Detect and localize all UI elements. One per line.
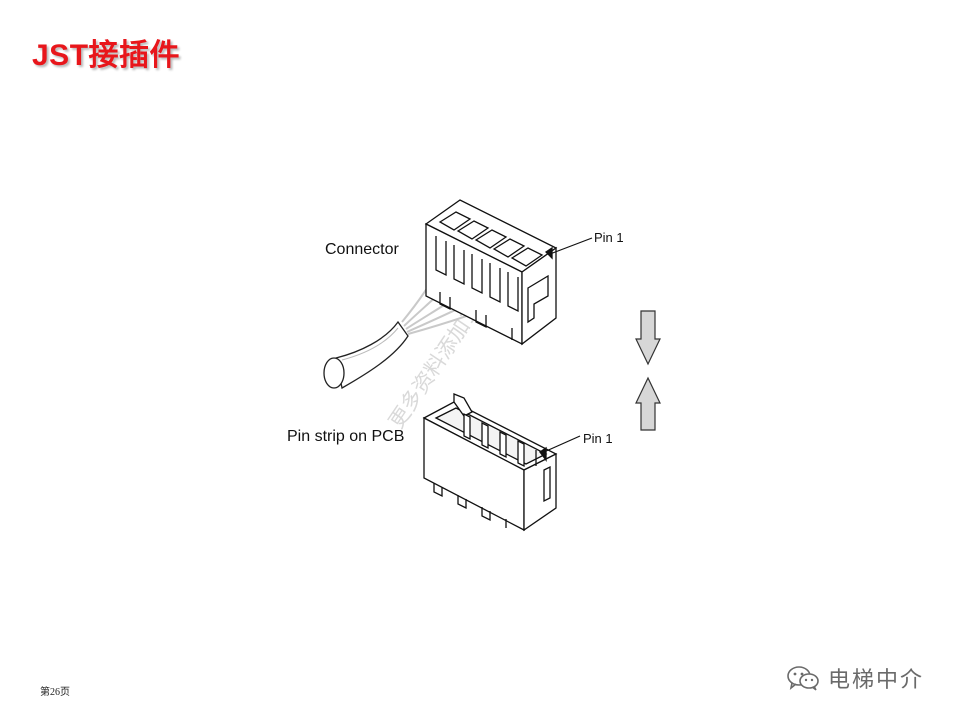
pin-strip-header — [422, 393, 558, 532]
wechat-icon — [787, 666, 819, 691]
cable — [323, 320, 409, 390]
connector-label: Connector — [325, 241, 399, 258]
up-arrow-icon — [635, 376, 661, 431]
pin1-top-leader — [549, 237, 593, 255]
pin1-bottom-leader — [543, 435, 581, 453]
slide-title: JST接插件 — [32, 39, 181, 72]
pin-strip-label: Pin strip on PCB — [287, 428, 404, 445]
connector-housing — [424, 199, 558, 346]
pin1-top-label: Pin 1 — [594, 230, 624, 245]
brand-badge: 电梯中介 — [786, 660, 924, 696]
down-arrow-icon — [635, 310, 661, 366]
page-number: 第26页 — [40, 687, 70, 698]
pin1-bottom-label: Pin 1 — [583, 431, 613, 446]
brand-name: 电梯中介 — [828, 668, 925, 693]
